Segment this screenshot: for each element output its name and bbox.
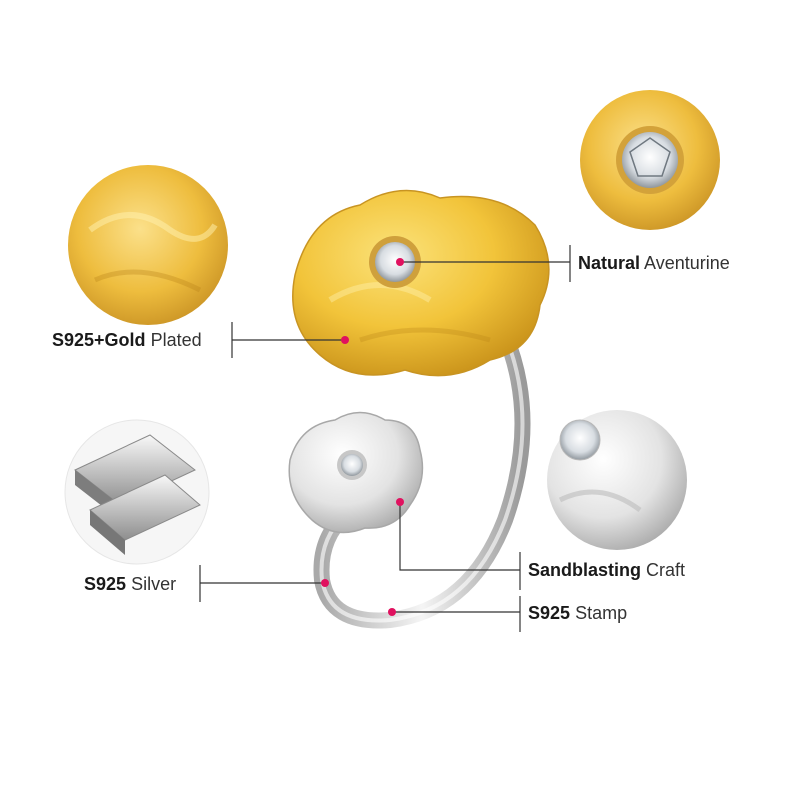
label-sandblasting-craft: Sandblasting Craft [528, 559, 685, 581]
label-natural-rest: Aventurine [644, 253, 730, 273]
gem-detail-circle [580, 90, 720, 230]
gold-surface-detail-circle [68, 165, 228, 325]
callout-lines [199, 245, 571, 632]
silver-bars-detail-circle [64, 419, 210, 565]
label-stamp-bold: S925 [528, 603, 571, 623]
label-s925-silver: S925 Silver [84, 573, 176, 595]
label-gold-bold: S925+Gold [52, 330, 146, 350]
label-natural-bold: Natural [578, 253, 641, 273]
label-silver-rest: Silver [131, 574, 177, 594]
ring-band [313, 327, 531, 629]
sandblast-detail-circle [547, 410, 687, 550]
label-silver-bold: S925 [84, 574, 127, 594]
label-s925-stamp: S925 Stamp [528, 602, 627, 624]
label-sand-bold: Sandblasting [528, 560, 642, 580]
silver-lotus-leaf [288, 411, 424, 534]
label-gold-rest: Plated [150, 330, 202, 350]
label-natural-aventurine: Natural Aventurine [578, 252, 730, 274]
label-sand-rest: Craft [646, 560, 686, 580]
gold-lotus-leaf [292, 189, 550, 377]
label-stamp-rest: Stamp [575, 603, 628, 623]
callout-dots [321, 258, 404, 616]
label-gold-plated: S925+Gold Plated [52, 329, 202, 351]
